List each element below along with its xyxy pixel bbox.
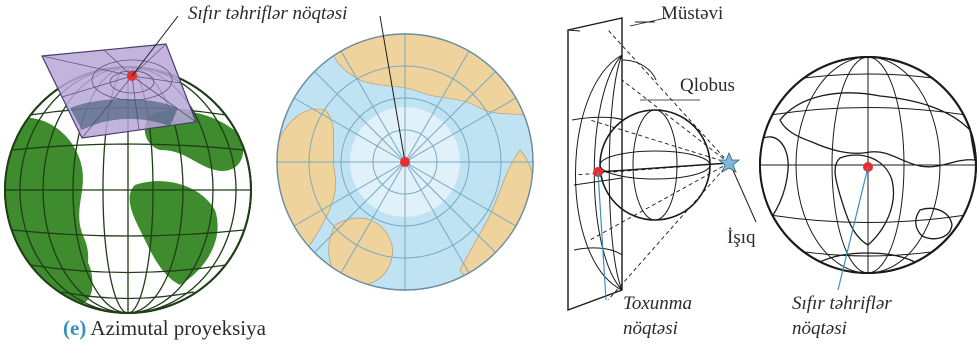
world-zero-distortion-label-line1: Sıfır təhriflər — [792, 293, 892, 314]
plane-label: Müstəvi — [661, 3, 724, 24]
polar-land-south — [299, 268, 341, 290]
polar-zero-distortion-point — [400, 157, 410, 167]
polar-label-leader — [379, 15, 406, 163]
caption-text: Azimutal proyeksiya — [90, 316, 266, 340]
tangent-label-leader — [597, 171, 607, 301]
tangent-plane — [41, 43, 197, 139]
world-label-leader — [837, 166, 869, 291]
globe-label: Qlobus — [680, 75, 735, 96]
top-zero-distortion-label: Sıfır təhriflər nöqtəsi — [188, 3, 348, 24]
caption-letter: (e) — [63, 316, 87, 340]
world-land-eurasia — [779, 92, 976, 168]
top-label-leader — [131, 15, 179, 77]
tangent-point-label-line1: Toxunma — [623, 293, 692, 314]
light-label: İşıq — [727, 227, 756, 248]
world-zero-distortion-label-line2: nöqtəsi — [792, 318, 847, 339]
polar-land-greenland — [328, 217, 393, 287]
figure-caption: (e) Azimutal proyeksiya — [63, 316, 266, 341]
globe-land-africa — [129, 181, 218, 285]
tangent-point-label-line2: nöqtəsi — [623, 318, 678, 339]
light-star-icon — [717, 151, 741, 173]
